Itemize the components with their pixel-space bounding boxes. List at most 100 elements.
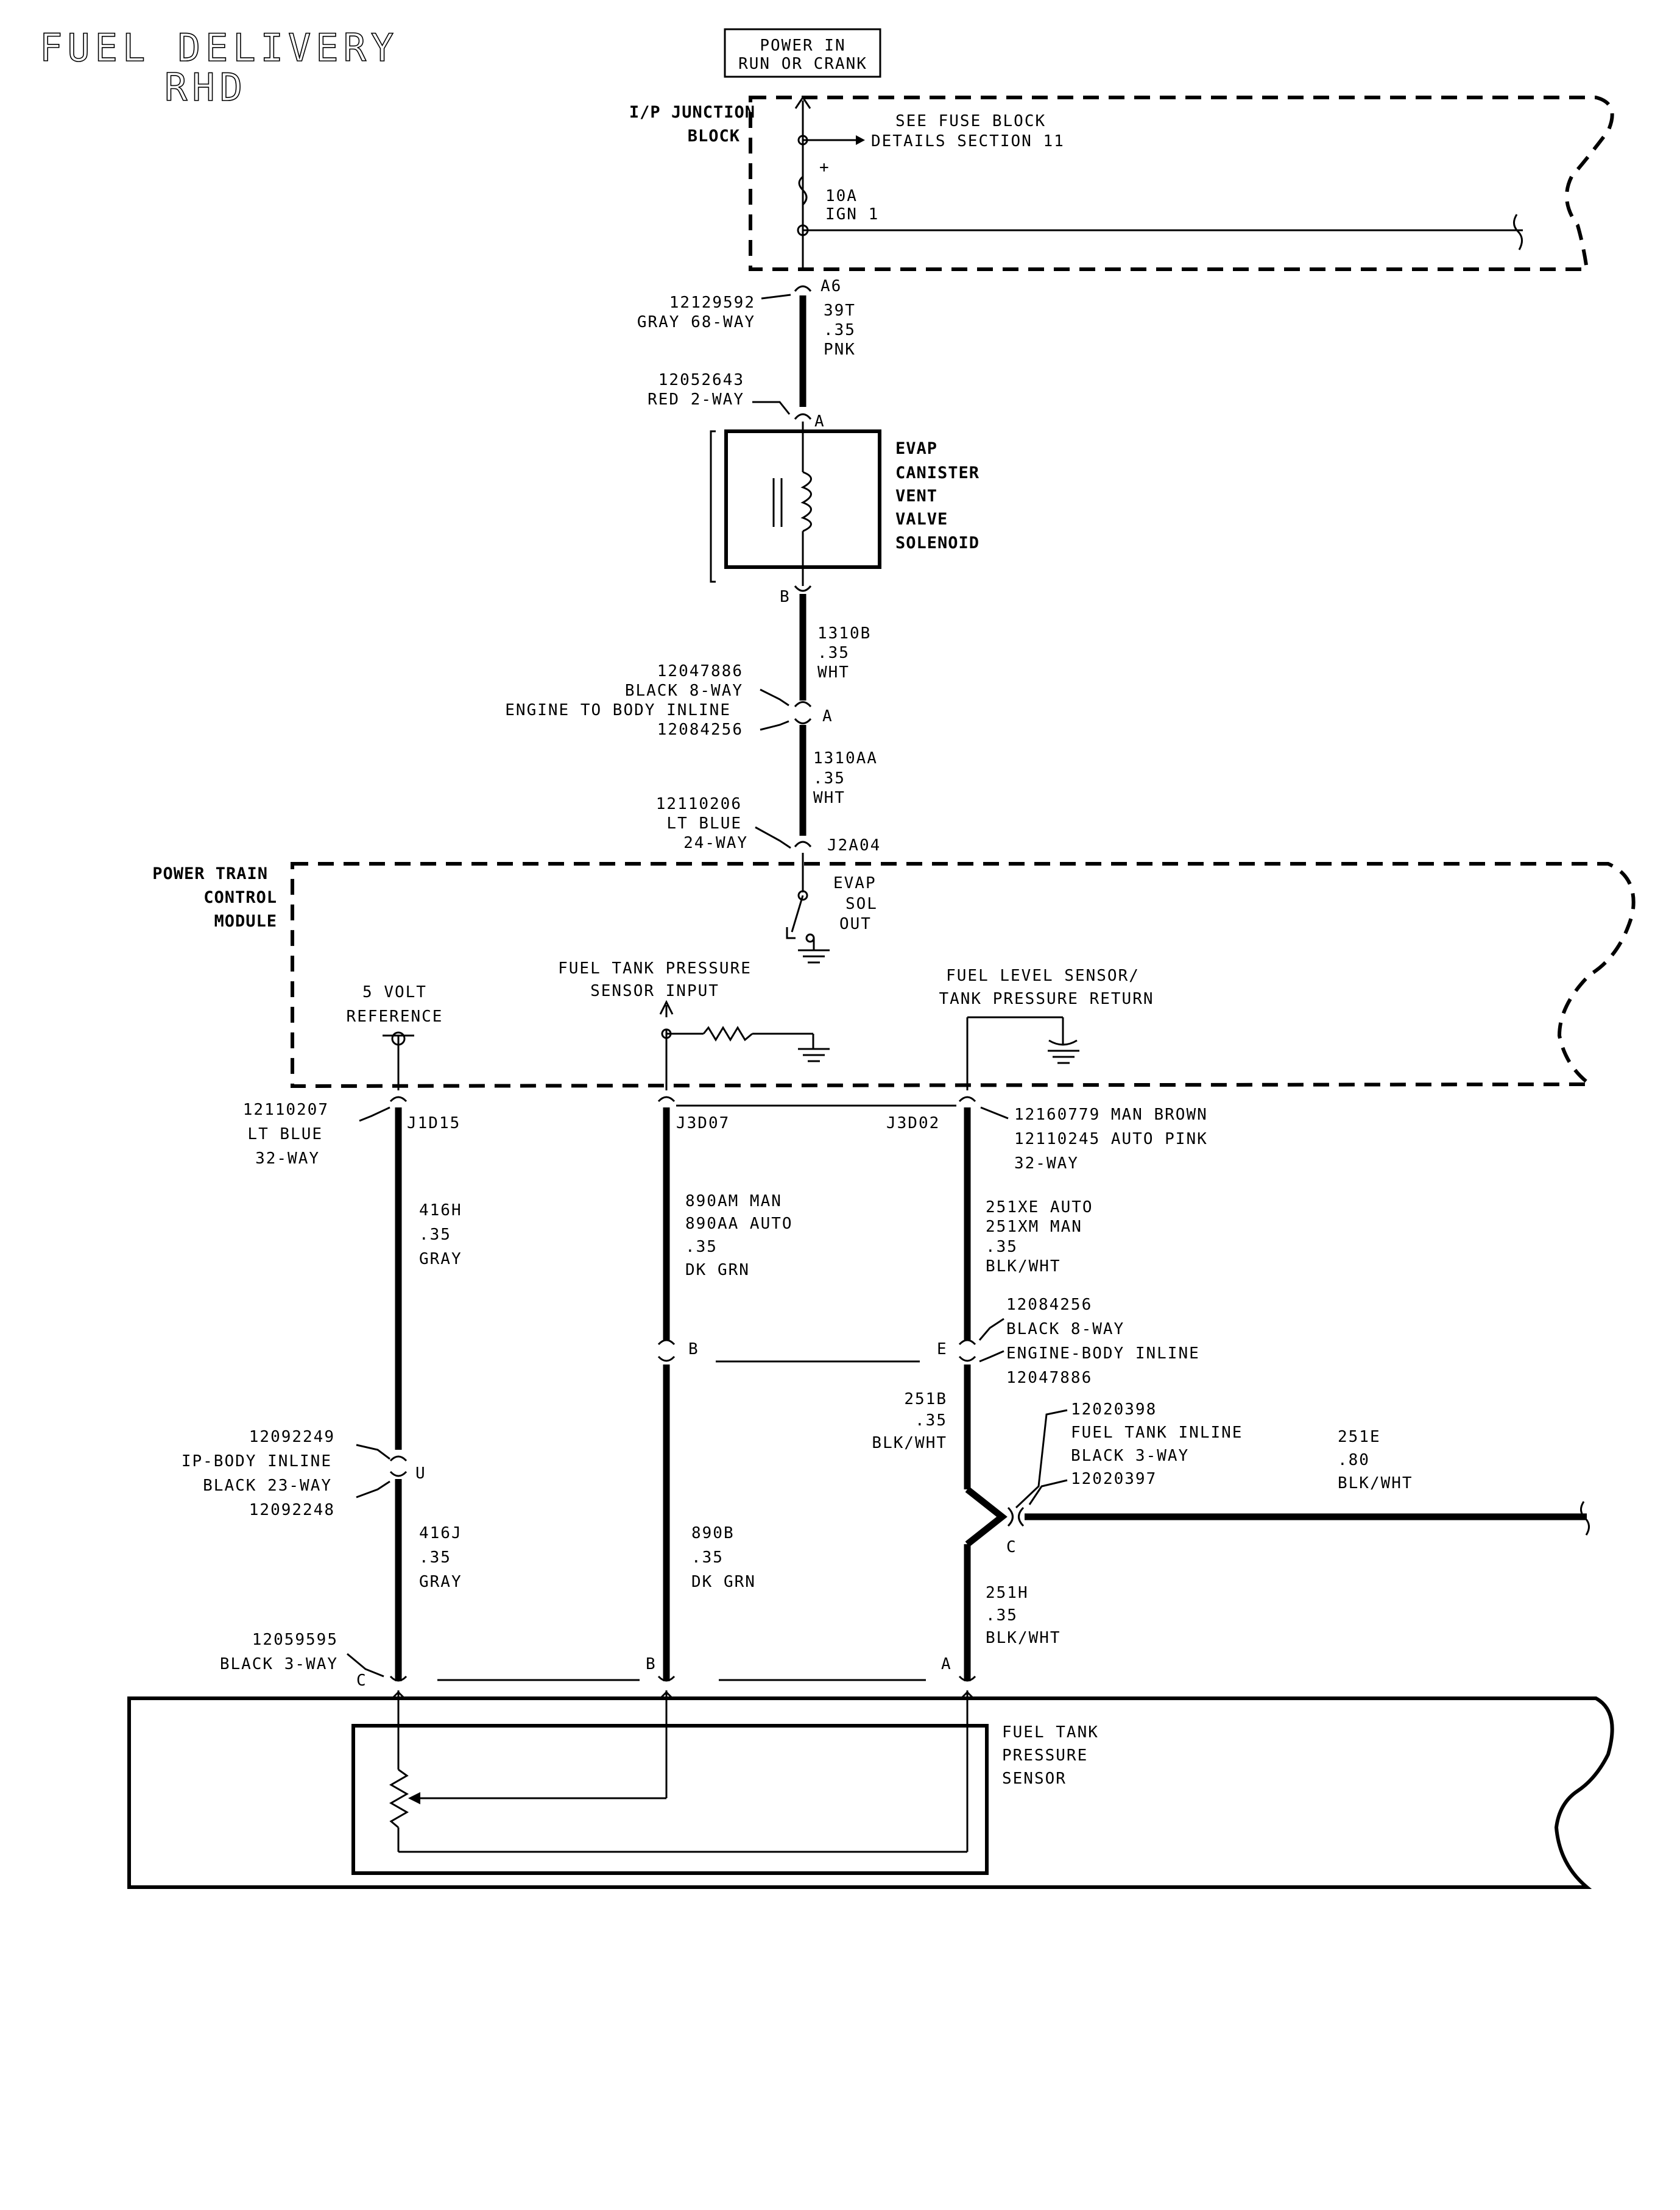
wire-251e-circuit: 251E [1338, 1428, 1381, 1446]
power-in-label: POWER IN [760, 37, 845, 55]
wire-251e-color: BLK/WHT [1338, 1474, 1413, 1492]
sensor-signal-arrow-icon [658, 1690, 675, 1701]
engine-body-inline-part-1: 12084256 [1006, 1296, 1092, 1314]
sensor-label-3: SENSOR [1002, 1770, 1067, 1788]
sensor-ref-arrow-icon [390, 1690, 407, 1701]
sensor-connector-b-icon [657, 1675, 676, 1682]
sensor-connector-a-icon [958, 1675, 976, 1682]
fuel-tank-inline-pin: C [1006, 1538, 1017, 1556]
ip-body-inline-icon-bottom [389, 1470, 408, 1477]
fuel-tank-inline-part-1: 12020398 [1071, 1400, 1157, 1419]
ip-body-inline-part-1: 12092249 [249, 1428, 335, 1446]
power-in-box [724, 28, 881, 78]
wire-1310b-gauge: .35 [817, 644, 850, 662]
fuse-name: IGN 1 [825, 205, 879, 224]
sensor-return-arrow-icon [959, 1690, 976, 1701]
pcm-mid-connector-icon [657, 1096, 676, 1103]
inline-a-pin: A [822, 707, 833, 725]
pcm-right-connector-desc: 32-WAY [1014, 1154, 1079, 1173]
sensor-label-1: FUEL TANK [1002, 1723, 1099, 1742]
wire-39t-color: PNK [824, 341, 856, 359]
ip-body-inline-icon-top [389, 1455, 408, 1462]
fuel-tank-inline-leader-top [1015, 1409, 1068, 1509]
wire-251x-circuit-2: 251XM MAN [986, 1218, 1082, 1236]
wire-416h-gauge: .35 [419, 1226, 451, 1244]
sensor-connector-c-icon [389, 1675, 408, 1682]
wire-251h-color: BLK/WHT [986, 1629, 1061, 1647]
ip-body-inline-desc-2: BLACK 23-WAY [203, 1477, 332, 1495]
connector-a6-part: 12129592 [669, 294, 755, 312]
fuse-block-ref-arrow-icon [856, 135, 865, 145]
engine-body-inline-e-icon-top [958, 1339, 976, 1346]
solenoid-connector-pin-b: B [780, 588, 791, 606]
pcm-left-connector-desc-2: 32-WAY [255, 1149, 320, 1168]
ip-body-inline-leader-bottom [356, 1480, 390, 1499]
wire-251h-gauge: .35 [986, 1606, 1018, 1625]
wire-251e-break-icon [1580, 1501, 1590, 1536]
wire-251b-color: BLK/WHT [872, 1434, 947, 1452]
five-volt-ref-label-2: REFERENCE [347, 1008, 443, 1026]
ip-body-inline-leader-top [356, 1444, 390, 1460]
fuse-rating: 10A [825, 187, 858, 205]
five-volt-ref-label-1: 5 VOLT [362, 983, 427, 1001]
ftp-input-label-2: SENSOR INPUT [590, 982, 719, 1000]
evap-sol-out-2: SOL [845, 895, 878, 913]
pcm-mid-connector-pin: J3D07 [676, 1114, 730, 1132]
pcm-left-connector-desc-1: LT BLUE [247, 1125, 323, 1143]
solenoid-connector-part: 12052643 [658, 371, 744, 389]
wire-251x-gauge: .35 [986, 1238, 1018, 1256]
wire-890b-circuit: 890B [691, 1524, 735, 1542]
pcm-label-2: CONTROL [203, 888, 277, 907]
pcm-top-connector-leader [755, 826, 791, 849]
wire-39t-circuit: 39T [824, 302, 856, 320]
connector-a6-leader [761, 294, 791, 300]
engine-body-inline-pin-e: E [937, 1340, 948, 1358]
wire-251b-circuit: 251B [904, 1390, 947, 1408]
wire-890-circuit-2: 890AA AUTO [685, 1215, 793, 1233]
fuel-tank-inline-desc-1: FUEL TANK INLINE [1071, 1424, 1243, 1442]
engine-body-inline-leader-top [978, 1318, 1004, 1341]
wire-416h-color: GRAY [419, 1250, 462, 1268]
wire-890-circuit-1: 890AM MAN [685, 1192, 782, 1210]
pcm-top-connector-icon [794, 841, 812, 847]
pcm-block-outline [291, 862, 1636, 1089]
wire-890-color: DK GRN [685, 1261, 750, 1279]
fuse-plus: + [819, 158, 830, 177]
sensor-connector-part: 12059595 [252, 1631, 338, 1649]
sensor-connector-pin-c: C [356, 1672, 367, 1690]
solenoid-connector-desc: RED 2-WAY [648, 390, 744, 409]
pcm-label-1: POWER TRAIN [152, 864, 268, 883]
fuel-tank-inline-icon-mate [1018, 1506, 1025, 1527]
wire-1310b-color: WHT [817, 663, 850, 682]
wire-251x-circuit-1: 251XE AUTO [986, 1198, 1093, 1216]
fuel-tank-housing [127, 1696, 1614, 1889]
wire-251x-color: BLK/WHT [986, 1257, 1061, 1276]
connector-a6-icon [794, 285, 812, 292]
power-in-sublabel: RUN OR CRANK [738, 55, 867, 73]
ftp-input-label-1: FUEL TANK PRESSURE [558, 959, 752, 978]
inline-a-desc-2: ENGINE TO BODY INLINE [505, 701, 731, 719]
pcm-label-3: MODULE [214, 912, 277, 931]
pcm-left-connector-icon [389, 1096, 408, 1103]
wire-39t-gauge: .35 [824, 321, 856, 339]
evap-sol-out-1: EVAP [833, 874, 877, 892]
see-fuse-block-label: SEE FUSE BLOCK [895, 112, 1046, 130]
pcm-left-connector-part: 12110207 [243, 1101, 329, 1119]
inline-a-icon-bottom [794, 718, 812, 724]
pcm-top-connector-part: 12110206 [656, 795, 742, 813]
pcm-left-connector-leader [359, 1106, 390, 1122]
inline-a-leader-bottom [760, 720, 789, 731]
return-ground-arc-icon [1048, 1039, 1078, 1046]
engine-body-inline-b-icon-top [657, 1339, 676, 1346]
sensor-connector-pin-b: B [646, 1655, 657, 1673]
ip-body-inline-part-2: 12092248 [249, 1501, 335, 1519]
evap-driver-contact [805, 933, 815, 943]
pcm-right-connector-part-1: 12160779 MAN BROWN [1014, 1106, 1208, 1124]
sensor-connector-leader [347, 1653, 384, 1678]
solenoid-connector-pin-a: A [814, 412, 825, 431]
wire-251e-gauge: .80 [1338, 1451, 1370, 1469]
inline-a-part-2: 12084256 [657, 721, 743, 739]
engine-body-inline-part-2: 12047886 [1006, 1369, 1092, 1387]
evap-driver-switch-icon [791, 895, 804, 933]
